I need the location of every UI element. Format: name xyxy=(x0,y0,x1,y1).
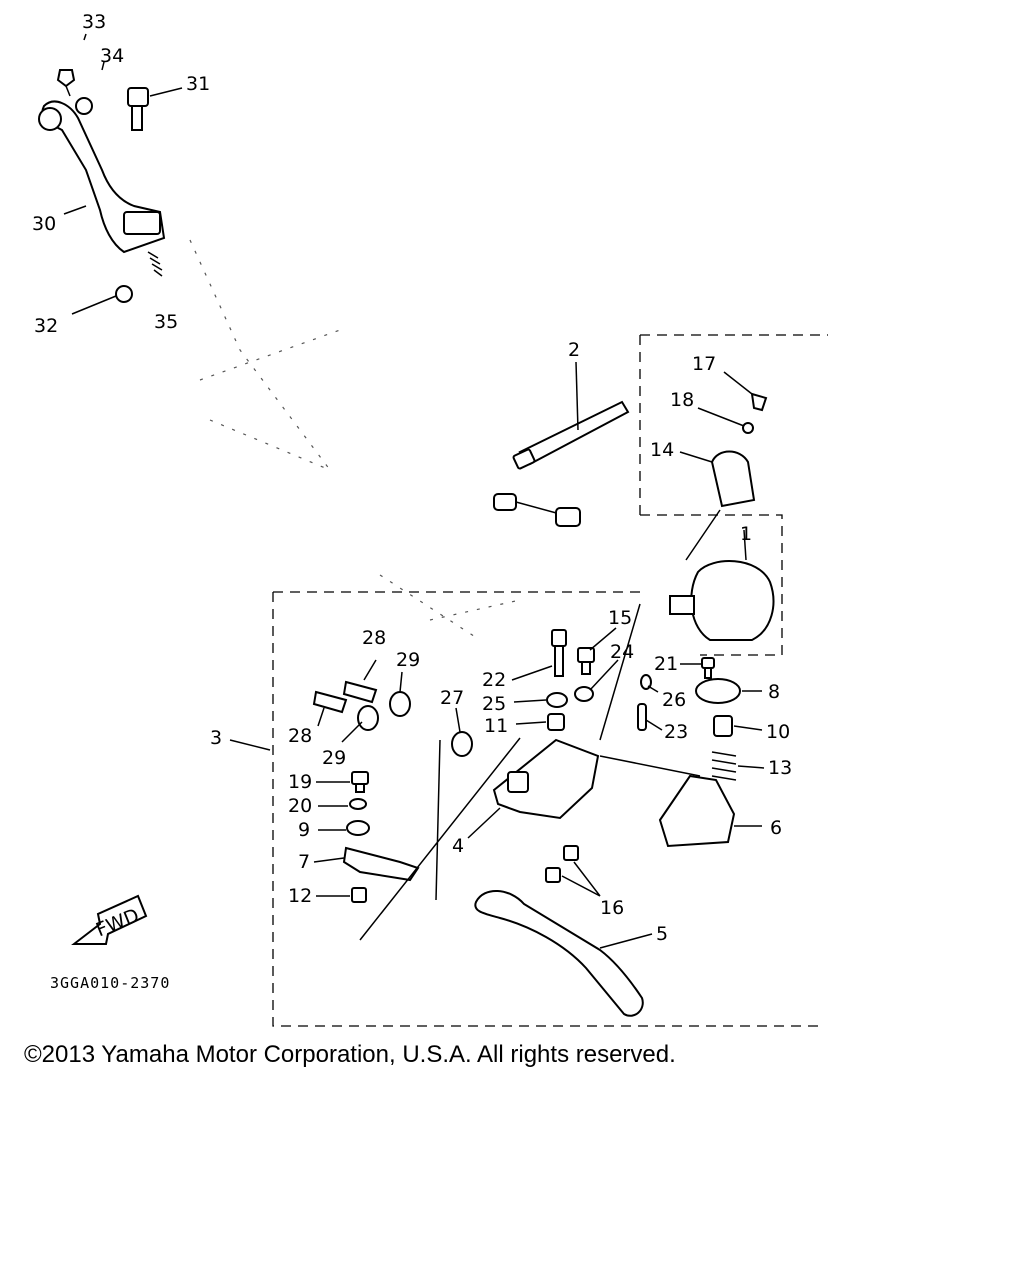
callout-2: 2 xyxy=(568,339,580,361)
cable-end-plug xyxy=(493,493,581,527)
callout-17: 17 xyxy=(692,353,716,375)
lever-holder-4 xyxy=(492,738,600,820)
callout-13: 13 xyxy=(768,757,792,779)
diagram-code: 3GGA010-2370 xyxy=(50,974,170,992)
washer-9 xyxy=(346,820,370,836)
copyright-notice: ©2013 Yamaha Motor Corporation, U.S.A. A… xyxy=(24,1041,676,1068)
nut-12 xyxy=(351,887,367,903)
bracket-6 xyxy=(658,774,736,848)
cable-2 xyxy=(512,400,630,470)
bushing-27 xyxy=(451,731,473,757)
callout-32: 32 xyxy=(34,315,58,337)
callout-3: 3 xyxy=(210,727,222,749)
callout-4: 4 xyxy=(452,835,464,857)
callout-1: 1 xyxy=(740,523,752,545)
lever-assembly-30 xyxy=(38,100,166,254)
callout-16: 16 xyxy=(600,897,624,919)
brake-lever-5 xyxy=(474,889,644,1017)
bushing-29-upper xyxy=(389,691,411,717)
callout-21: 21 xyxy=(654,653,678,675)
callout-labels: 33 34 31 30 32 35 2 17 18 14 1 15 24 21 … xyxy=(32,11,792,945)
callout-7: 7 xyxy=(298,851,310,873)
nuts-16 xyxy=(545,845,579,883)
plate-8 xyxy=(695,678,741,704)
bolt-22 xyxy=(551,629,567,677)
nut-11 xyxy=(547,713,565,731)
callout-6: 6 xyxy=(770,817,782,839)
fwd-arrow-icon xyxy=(71,894,148,945)
parts-diagram: 33 34 31 30 32 35 2 17 18 14 1 15 24 21 … xyxy=(32,11,828,1027)
callout-31: 31 xyxy=(186,73,210,95)
screw-21 xyxy=(701,657,715,679)
switch-housing-1 xyxy=(669,560,775,641)
callout-33: 33 xyxy=(82,11,106,33)
frame-switch-group xyxy=(639,334,828,656)
bolt-28-lower xyxy=(312,690,348,714)
washer-25 xyxy=(546,692,568,708)
callout-25: 25 xyxy=(482,693,506,715)
callout-19: 19 xyxy=(288,771,312,793)
bushing-29-lower xyxy=(357,705,379,731)
callout-10: 10 xyxy=(766,721,790,743)
bolt-31 xyxy=(127,87,149,131)
pin-23 xyxy=(637,703,647,731)
screw-17 xyxy=(750,392,768,412)
adjuster-10 xyxy=(713,715,733,737)
callout-8: 8 xyxy=(768,681,780,703)
callout-26: 26 xyxy=(662,689,686,711)
callout-9: 9 xyxy=(298,819,310,841)
callout-24: 24 xyxy=(610,641,634,663)
callout-30: 30 xyxy=(32,213,56,235)
bolt-28-upper xyxy=(342,680,378,704)
callout-27: 27 xyxy=(440,687,464,709)
washer-18 xyxy=(742,422,754,434)
nut-32 xyxy=(115,285,133,303)
callout-23: 23 xyxy=(664,721,688,743)
callout-5: 5 xyxy=(656,923,668,945)
washer-20 xyxy=(349,798,367,810)
callout-34: 34 xyxy=(100,45,124,67)
bolt-15 xyxy=(577,647,595,675)
callout-11: 11 xyxy=(484,715,508,737)
nut-34 xyxy=(75,97,93,115)
callout-14: 14 xyxy=(650,439,674,461)
callout-35: 35 xyxy=(154,311,178,333)
spring-35 xyxy=(147,251,163,277)
callout-20: 20 xyxy=(288,795,312,817)
faint-handlebar-outline xyxy=(189,239,521,641)
leader-lines xyxy=(63,33,765,949)
callout-29-upper: 29 xyxy=(396,649,420,671)
frame-lever-group xyxy=(272,591,825,1027)
callout-12: 12 xyxy=(288,885,312,907)
bolt-19 xyxy=(351,771,369,793)
callout-28-upper: 28 xyxy=(362,627,386,649)
callout-15: 15 xyxy=(608,607,632,629)
spring-13 xyxy=(711,751,737,781)
switch-cover-14 xyxy=(710,450,756,508)
callout-22: 22 xyxy=(482,669,506,691)
callout-28-lower: 28 xyxy=(288,725,312,747)
washer-24 xyxy=(574,686,594,702)
callout-29-lower: 29 xyxy=(322,747,346,769)
plate-7 xyxy=(342,846,420,882)
bolt-33 xyxy=(56,69,76,97)
callout-18: 18 xyxy=(670,389,694,411)
